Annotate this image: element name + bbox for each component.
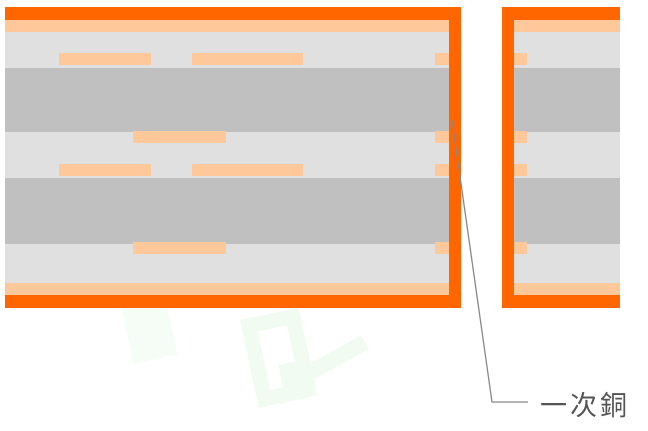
plating-copper-bottom-left xyxy=(5,295,461,308)
prepreg-layer-2-right xyxy=(514,132,620,178)
plating-copper-hole-wall-right xyxy=(502,7,514,308)
outer-foil-bottom-left xyxy=(5,283,449,295)
leader-line xyxy=(451,119,528,403)
core-layer-2-right xyxy=(514,178,620,244)
plating-copper-bottom-right xyxy=(502,295,620,308)
inner-pad xyxy=(514,242,527,254)
inner-pad xyxy=(514,53,527,65)
prepreg-layer-3-left xyxy=(5,244,449,283)
plating-copper-label: 一次銅 xyxy=(540,391,630,422)
outer-foil-top-right xyxy=(514,20,620,32)
outer-foil-top-left xyxy=(5,20,449,32)
prepreg-layer-1-right xyxy=(514,32,620,68)
inner-trace xyxy=(133,131,226,143)
plating-copper-top-left xyxy=(5,7,461,20)
inner-trace xyxy=(192,164,303,176)
inner-pad xyxy=(435,53,449,65)
core-layer-2-left xyxy=(5,178,449,244)
inner-trace xyxy=(133,242,226,254)
plating-copper-top-right xyxy=(502,7,620,20)
inner-pad xyxy=(435,242,449,254)
inner-pad xyxy=(514,164,527,176)
core-layer-1-left xyxy=(5,68,449,132)
inner-pad xyxy=(514,131,527,143)
inner-trace xyxy=(192,53,303,65)
plating-copper-hole-wall-left xyxy=(449,7,461,308)
board-section-right xyxy=(502,7,620,308)
inner-pad xyxy=(435,131,449,143)
board-section-left xyxy=(5,7,461,308)
inner-trace xyxy=(59,53,151,65)
outer-foil-bottom-right xyxy=(514,283,620,295)
inner-pad xyxy=(435,164,449,176)
inner-trace xyxy=(59,164,151,176)
prepreg-layer-3-right xyxy=(514,244,620,283)
core-layer-1-right xyxy=(514,68,620,132)
